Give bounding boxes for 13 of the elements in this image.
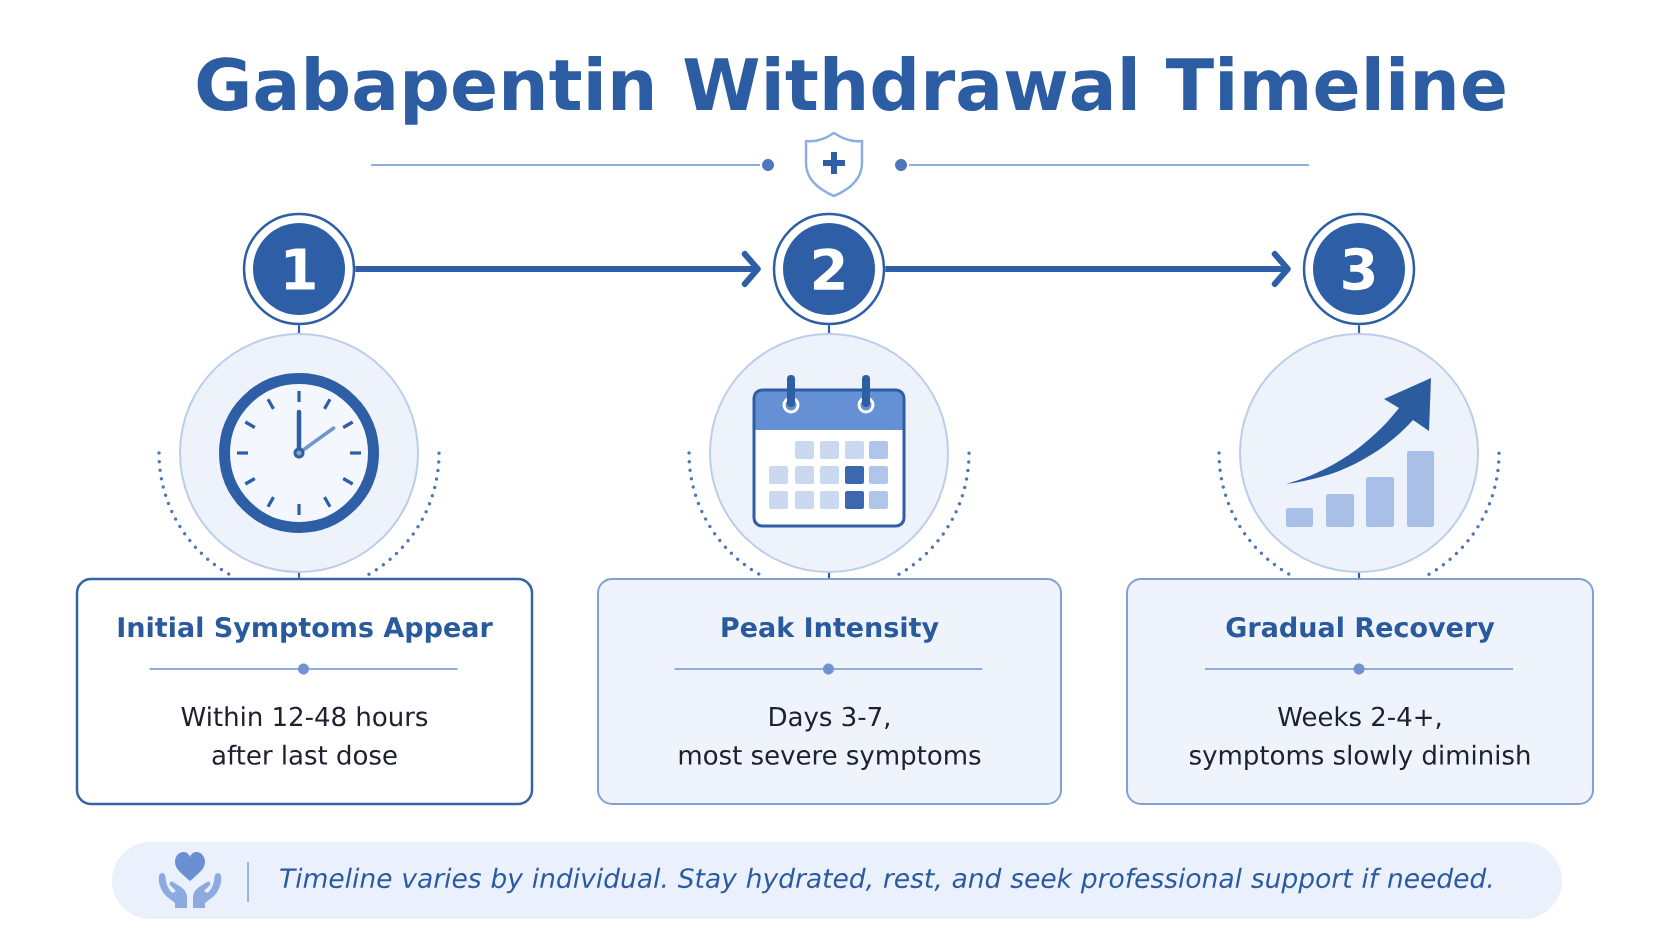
- connector-line: [297, 573, 301, 578]
- note-banner: Timeline varies by individual. Stay hydrated, rest, and seek professional support if needed.: [112, 842, 1562, 919]
- connector-line: [297, 325, 301, 333]
- arrow: [885, 251, 1291, 287]
- connector-line: [1357, 325, 1361, 333]
- connector-line: [1357, 573, 1361, 578]
- info-card: Peak Intensity Days 3-7, most severe symptoms: [597, 578, 1062, 805]
- arrow: [355, 251, 761, 287]
- info-card: Initial Symptoms Appear Within 12-48 hours after last dose: [75, 577, 534, 806]
- info-card: Gradual Recovery Weeks 2-4+, symptoms slowly diminish: [1126, 578, 1594, 805]
- connector-line: [827, 573, 831, 578]
- title: Gabapentin Withdrawal Timeline: [197, 56, 1505, 125]
- connector-line: [827, 325, 831, 333]
